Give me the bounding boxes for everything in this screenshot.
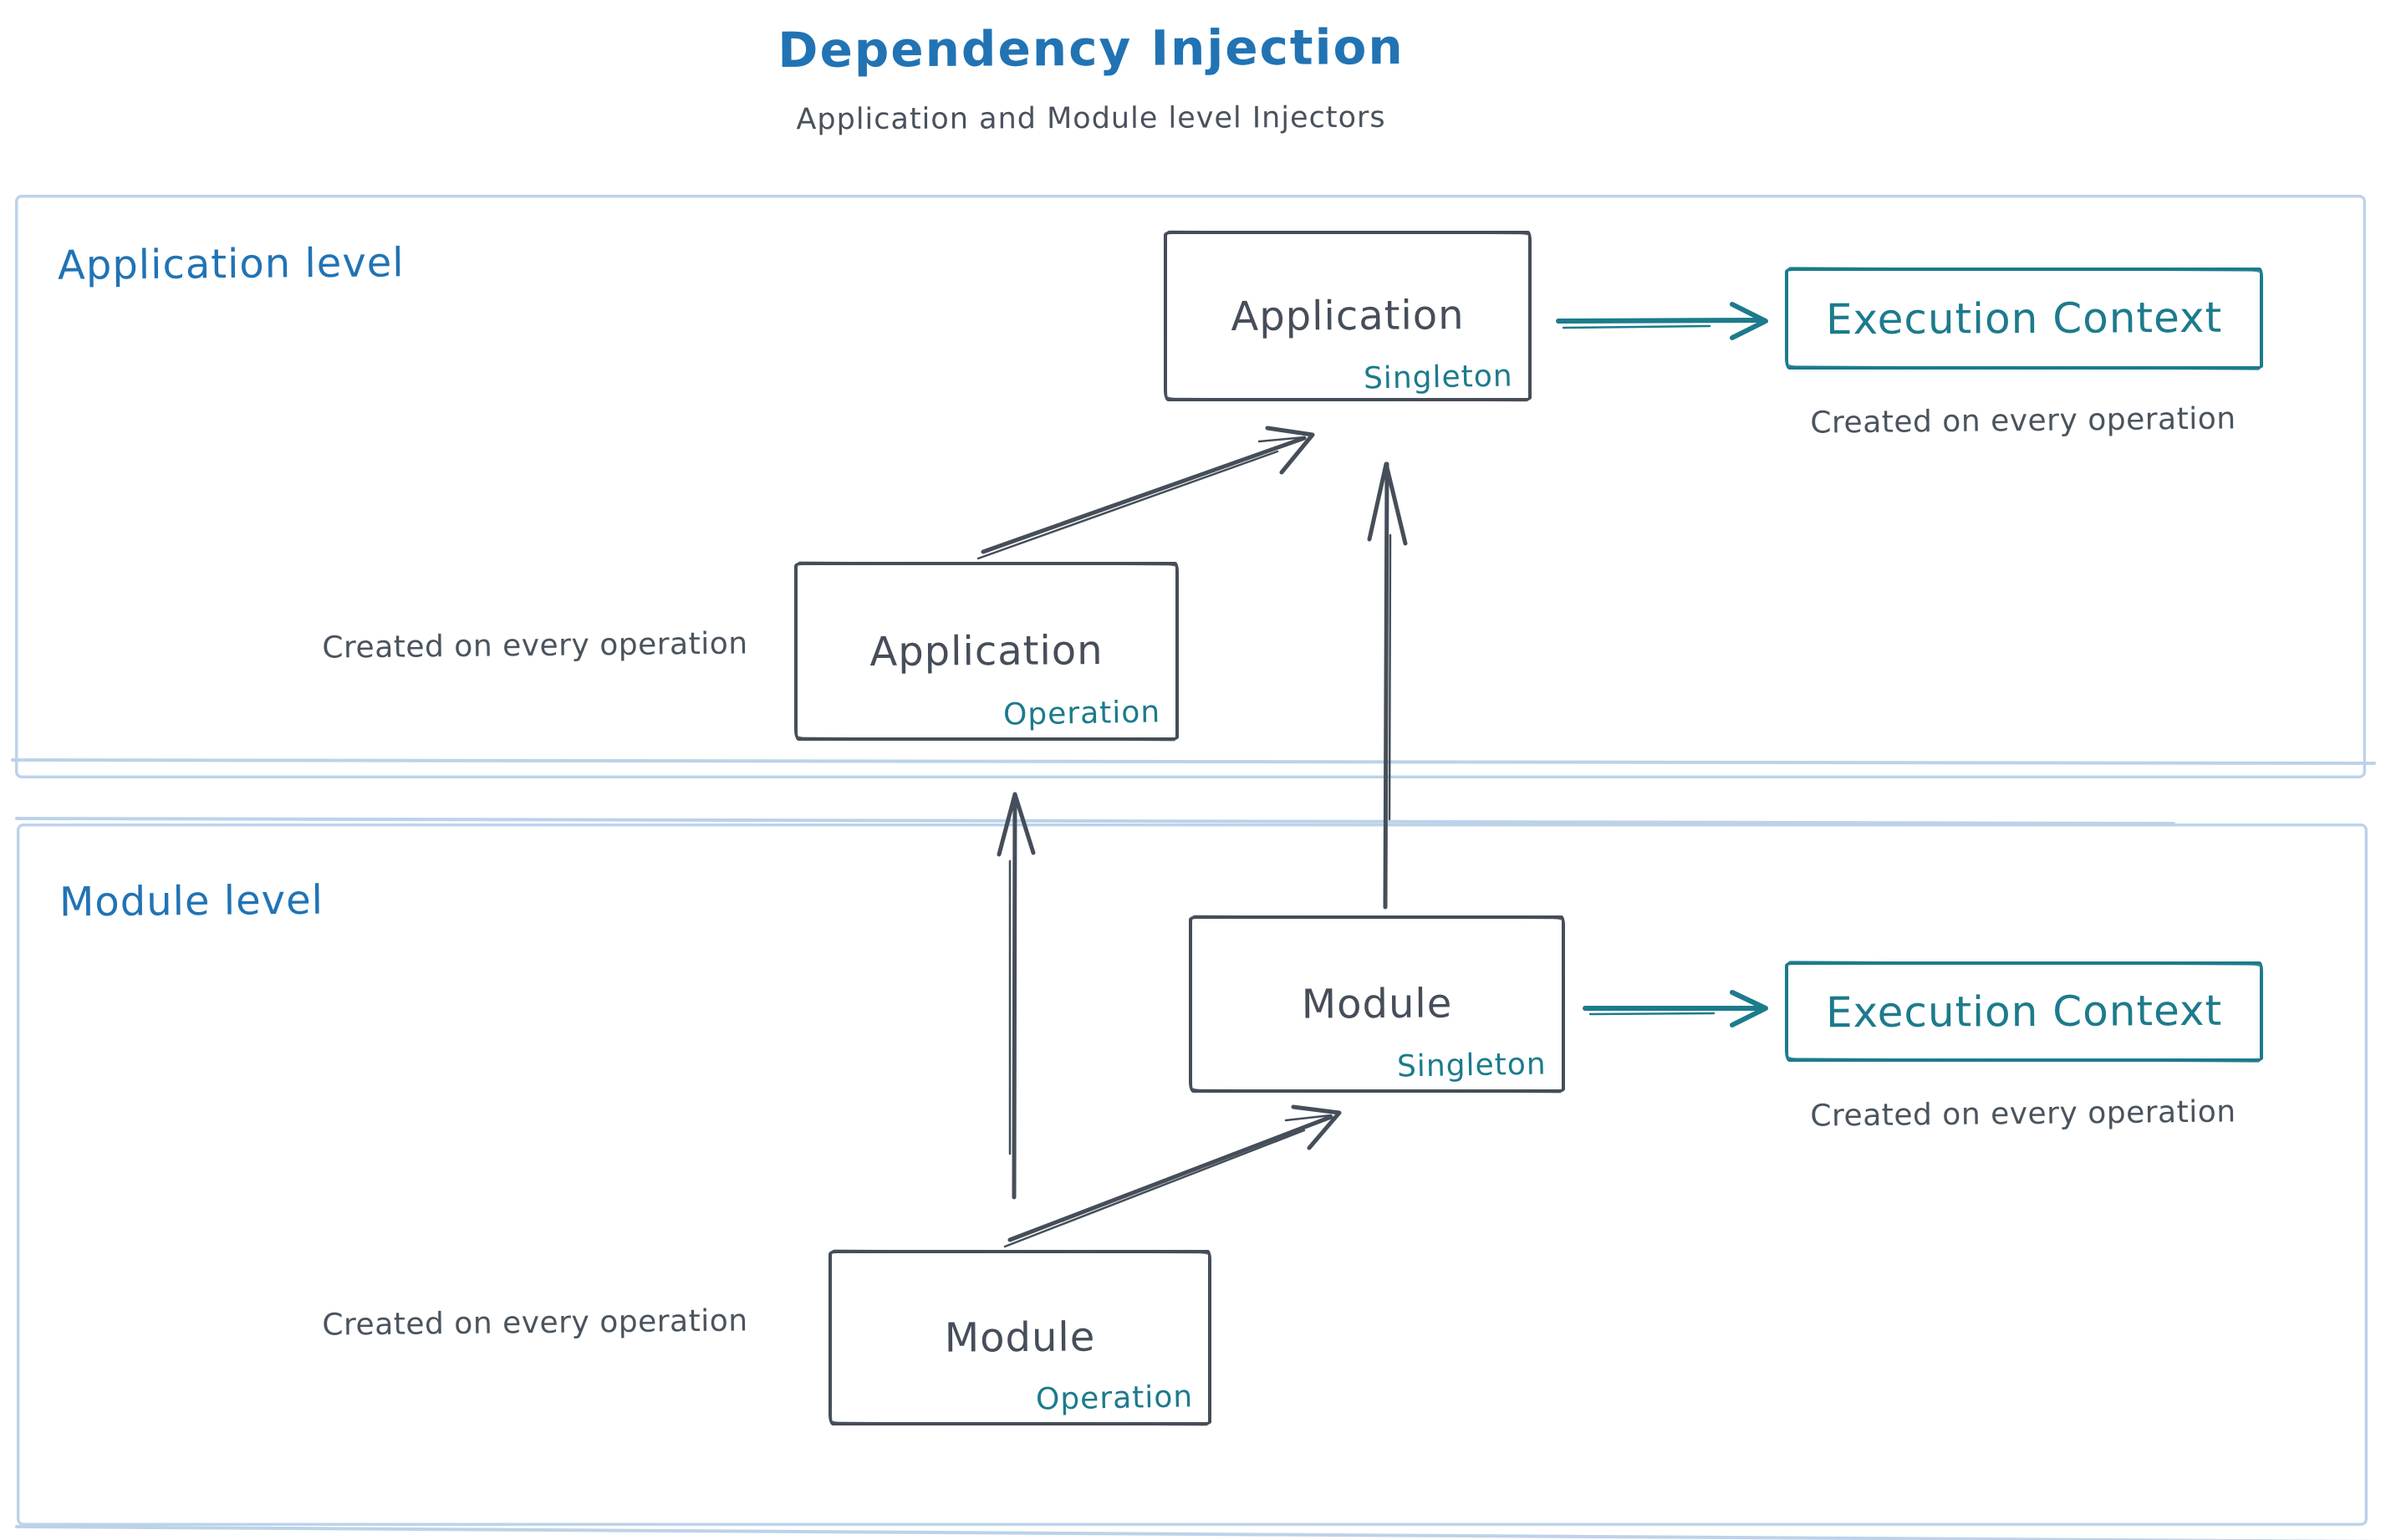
module-execution-context-box: Execution Context [1785, 961, 2263, 1062]
module-operation-caption: Created on every operation [322, 1303, 748, 1343]
application-execution-context-caption: Created on every operation [1810, 401, 2236, 441]
module-operation-badge: Operation [1035, 1379, 1194, 1417]
module-singleton-badge: Singleton [1397, 1047, 1547, 1084]
module-execution-context-caption: Created on every operation [1810, 1094, 2236, 1134]
diagram-header: Dependency Injection Application and Mod… [0, 18, 2182, 136]
module-execution-context-label: Execution Context [1825, 986, 2223, 1038]
application-operation-box: Application Operation [794, 562, 1179, 741]
module-level-label: Module level [59, 876, 324, 926]
application-execution-context-box: Execution Context [1785, 268, 2263, 370]
application-operation-caption: Created on every operation [322, 626, 748, 665]
application-singleton-box: Application Singleton [1164, 231, 1532, 401]
application-level-label: Application level [57, 239, 405, 289]
diagram-title: Dependency Injection [777, 18, 1405, 79]
application-operation-badge: Operation [1002, 695, 1161, 732]
application-singleton-badge: Singleton [1364, 359, 1514, 396]
module-operation-box: Module Operation [828, 1250, 1211, 1425]
module-singleton-box: Module Singleton [1189, 915, 1565, 1093]
diagram-subtitle: Application and Module level Injectors [796, 100, 1386, 137]
application-execution-context-label: Execution Context [1825, 293, 2223, 344]
application-level-container: Application level [15, 195, 2366, 778]
